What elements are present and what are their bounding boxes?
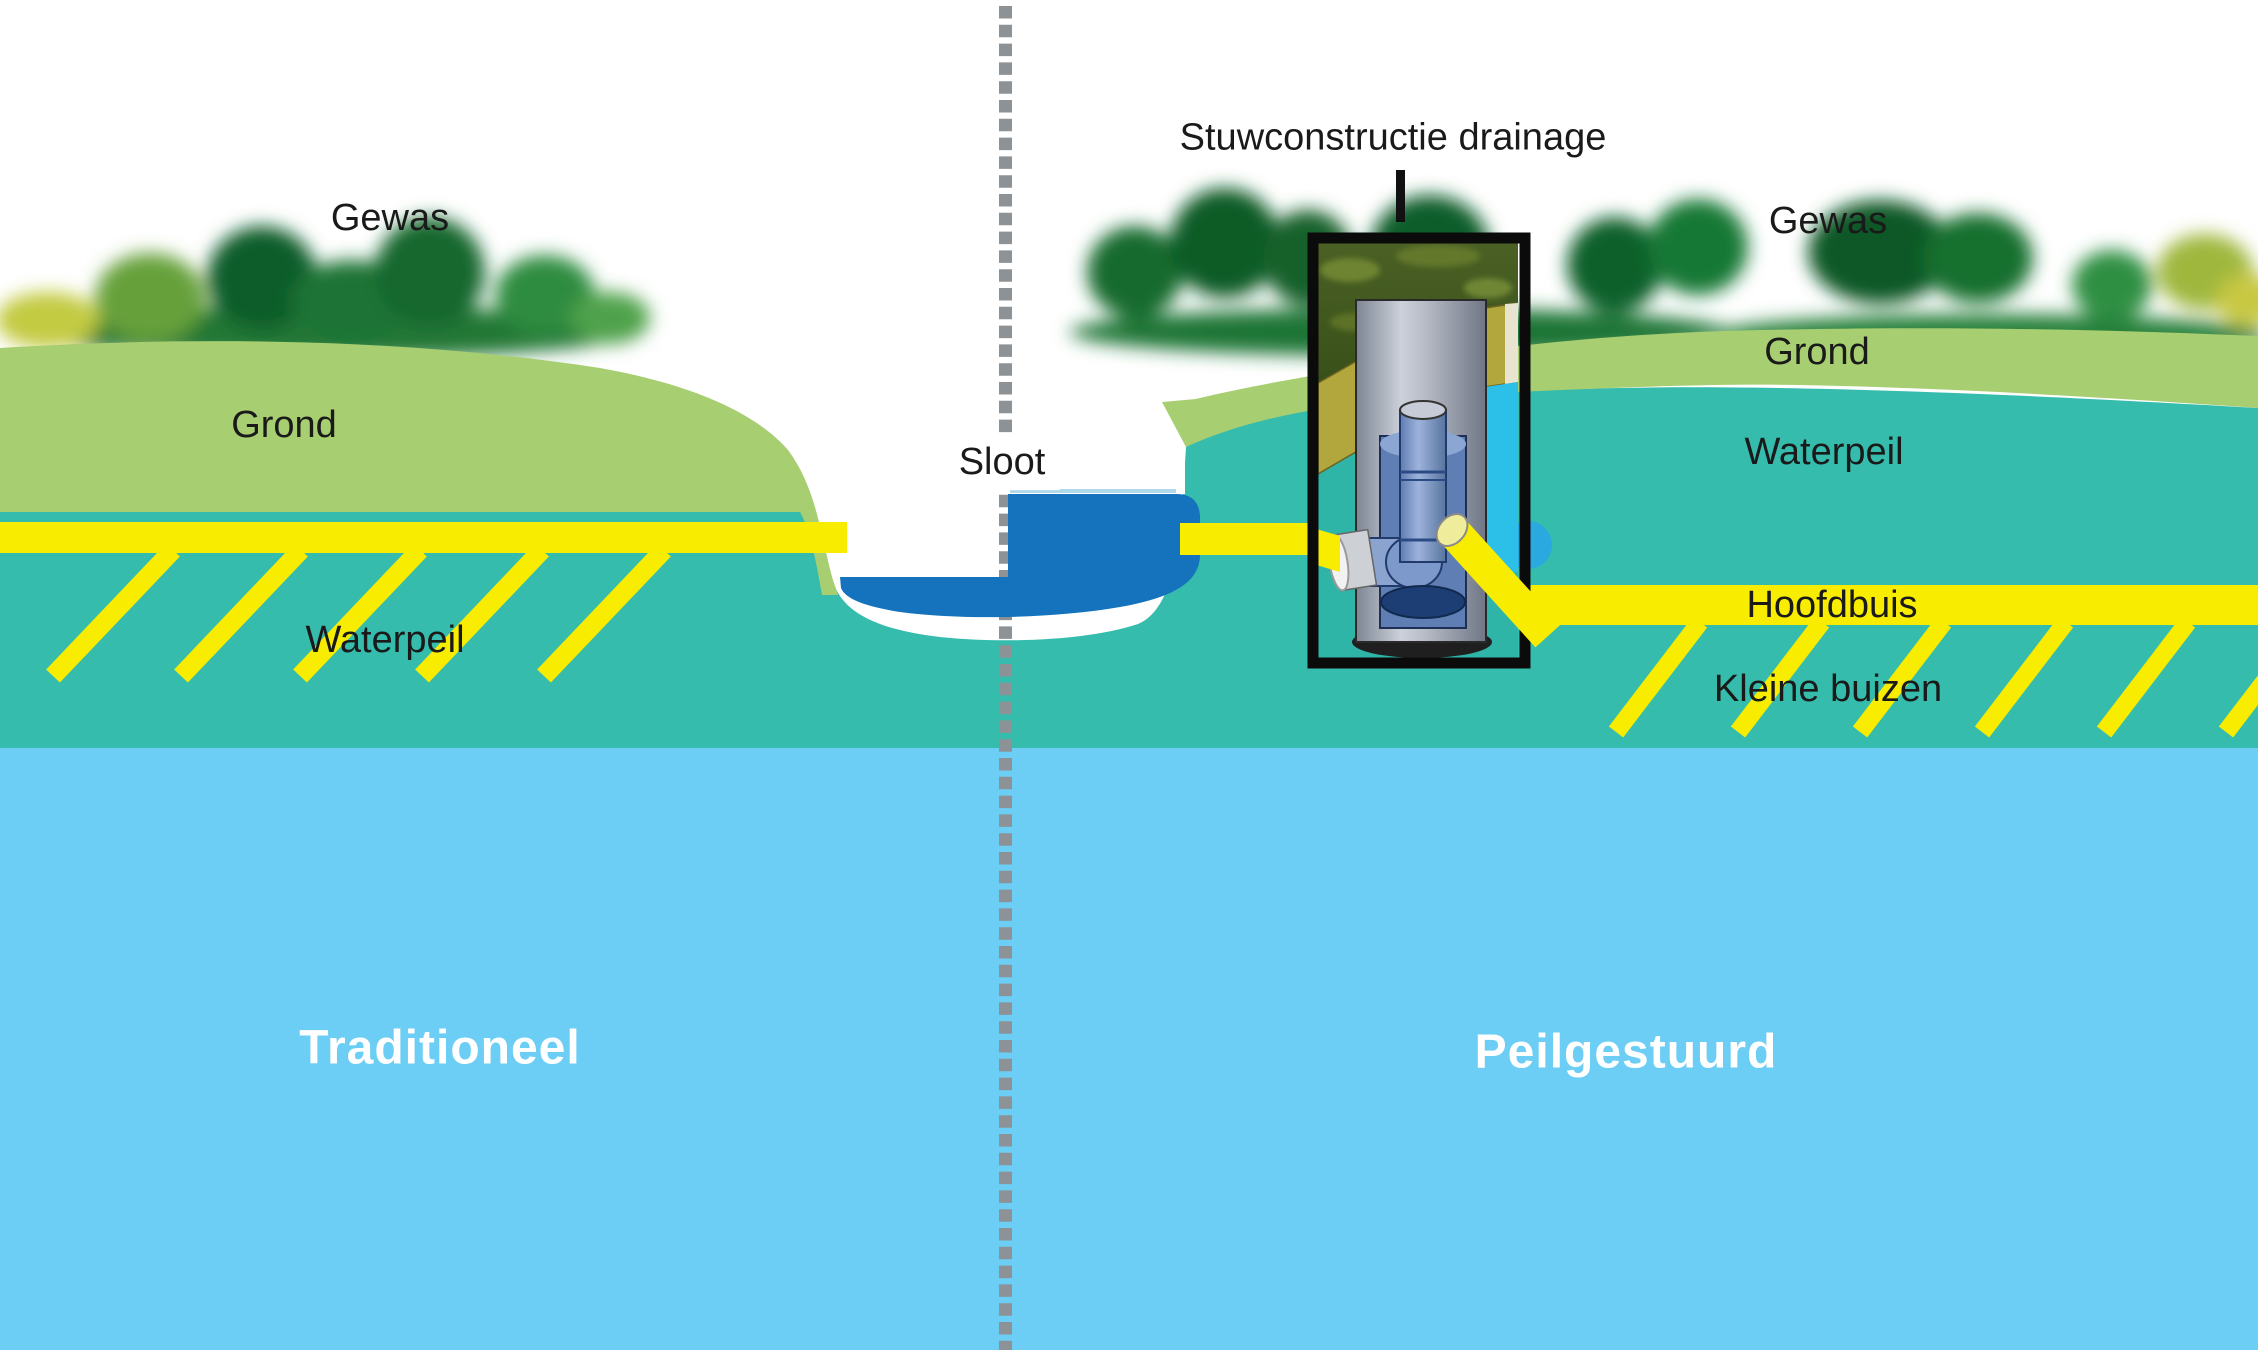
lateral-drains-left [46,543,671,683]
well-to-main-pipe-cap [1435,513,1469,547]
lateral-drain [293,543,427,683]
crop-blob [0,292,100,348]
grass-speck [1464,278,1512,298]
lateral-drains-right [1608,616,2258,738]
crop-blob [207,226,317,330]
crop-blob [1087,226,1183,318]
label-hoofdbuis: Hoofdbuis [1746,584,1918,627]
crop-blob [570,292,650,344]
crops-left [0,217,650,358]
soil-layer-left [0,341,838,595]
label-gewas-right: Gewas [1768,200,1888,243]
caption-peilgestuurd: Peilgestuurd [1474,1025,1778,1079]
label-waterpeil-right: Waterpeil [1744,431,1904,474]
crop-blob [95,253,205,343]
main-drain-pipe-left [0,522,847,553]
lateral-drain [2218,675,2258,738]
lateral-drain [415,543,549,683]
well-to-main-pipe [1439,518,1561,648]
lateral-drain [1974,616,2074,738]
label-grond-right: Grond [1764,331,1870,374]
lateral-drain [174,543,308,683]
ditch-water [840,494,1200,618]
outlet-pipe-to-ditch [1180,523,1312,555]
crop-blob [1648,199,1748,295]
label-kleine-buizen: Kleine buizen [1713,668,1943,711]
inset-inlet-pipe [1318,529,1340,572]
label-sloot: Sloot [944,436,1060,490]
control-well-inset [1318,243,1518,658]
lateral-drain [2096,616,2196,738]
main-drain-pipe-right [1528,585,2258,625]
crop-blob [1808,200,1952,304]
pipes-right [1180,523,2258,738]
label-gewas-left: Gewas [330,197,450,240]
lateral-drain [46,543,180,683]
crop-blob [1923,213,2033,303]
stuwconstructie-title: Stuwconstructie drainage [1179,116,1607,159]
pipes-left [0,522,847,683]
crop-blob [1170,188,1280,298]
standpipe-top [1399,400,1447,420]
deep-groundwater-layer [0,748,2258,1350]
crop-blob [2216,274,2258,326]
label-grond-left: Grond [231,404,337,447]
label-waterpeil-left: Waterpeil [305,619,465,662]
grass-speck [1396,245,1480,267]
crop-blob [375,217,485,327]
inset-wall-sliver [1505,303,1518,384]
well-water-pool [1380,585,1466,619]
crop-blob [1567,217,1663,313]
crop-blob [2072,250,2152,320]
lateral-drain [1730,616,1830,738]
grass-speck [1320,258,1380,282]
lateral-drain [1852,616,1952,738]
inset-frame [1307,232,1531,669]
crop-blob [495,255,595,335]
lateral-drain [537,543,671,683]
lateral-drain [1608,616,1708,738]
title-pointer-line [1396,170,1405,222]
caption-traditioneel: Traditioneel [299,1021,581,1075]
